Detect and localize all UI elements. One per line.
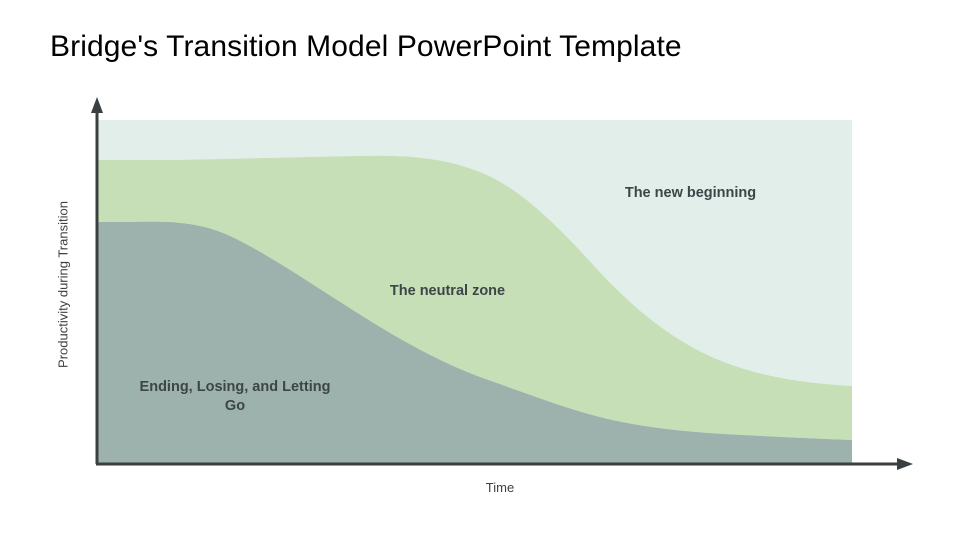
area-band-neutral-zone	[97, 155, 852, 440]
band-label-neutral-zone: The neutral zone	[389, 283, 506, 299]
area-band-new-beginning	[97, 120, 852, 386]
area-band-ending-losing-letting-go	[97, 221, 852, 464]
page-title: Bridge's Transition Model PowerPoint Tem…	[50, 30, 682, 63]
y-axis-arrow-icon	[91, 97, 103, 113]
y-axis	[91, 97, 103, 464]
y-axis-title: Productivity during Transition	[55, 201, 71, 368]
band-label-ending-losing-letting-go: Ending, Losing, and Letting Go	[139, 379, 331, 414]
x-axis-title: Time	[485, 480, 515, 495]
x-axis-arrow-icon	[897, 458, 913, 470]
x-axis	[96, 458, 913, 470]
band-label-new-beginning: The new beginning	[624, 185, 757, 201]
